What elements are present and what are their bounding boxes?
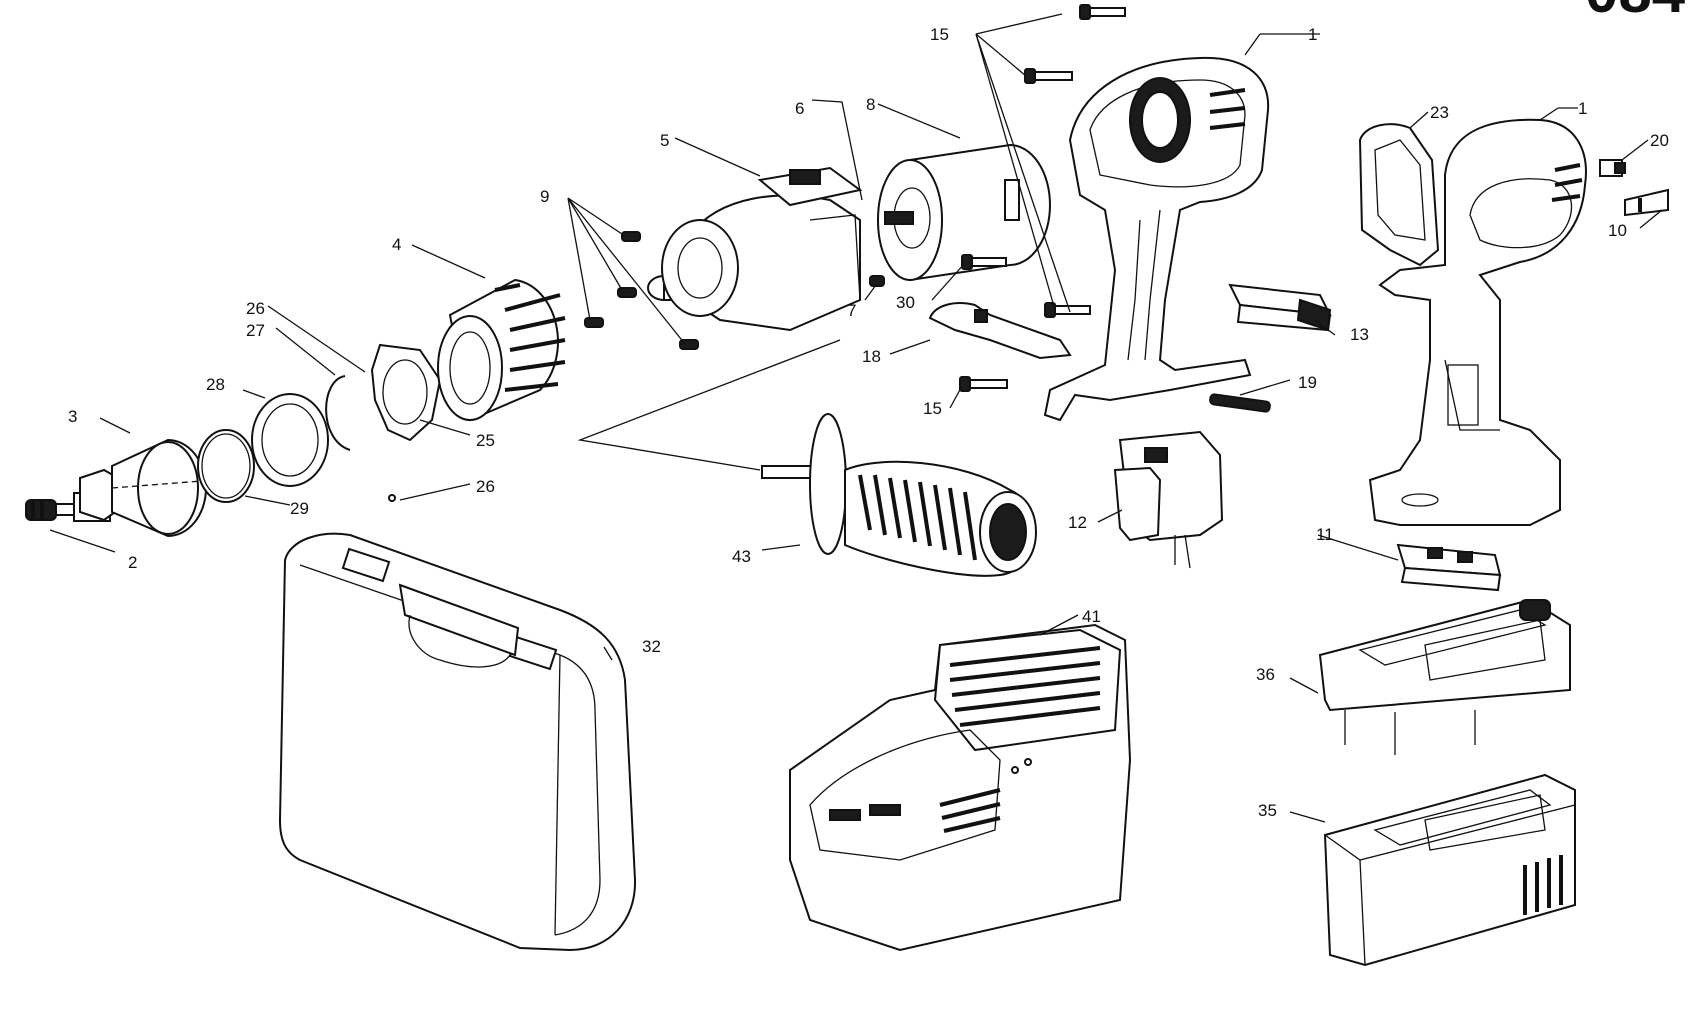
label-13: 13 [1350,325,1369,344]
corner-code: 084 [1585,0,1686,25]
label-10: 10 [1608,221,1627,240]
part-30-screw [961,254,1007,270]
part-12-switch [1113,430,1224,569]
part-2-bit [25,499,75,521]
label-35: 35 [1258,801,1277,820]
part-13-block [1228,283,1332,332]
label-28: 28 [206,375,225,394]
part-36-battery-top [1318,598,1571,755]
label-15: 15 [930,25,949,44]
part-9-screws [584,231,699,350]
label-26: 26 [246,299,265,318]
label-36: 36 [1256,665,1275,684]
part-11-terminal [1396,543,1502,592]
part-20-clip [1599,159,1626,177]
label-23: 23 [1430,103,1449,122]
label-1: 1 [1308,25,1317,44]
callout-labels: 1 1 15 15 23 20 10 6 8 5 9 4 26 27 28 3 … [68,25,1669,820]
label-2: 2 [128,553,137,572]
part-1-housing-left [1043,56,1270,422]
label-18: 18 [862,347,881,366]
part-43-side-handle [761,413,1037,577]
label-12: 12 [1068,513,1087,532]
label-30: 30 [896,293,915,312]
label-11: 11 [1316,525,1334,544]
label-6: 6 [795,99,804,118]
label-8: 8 [866,95,875,114]
label-43: 43 [732,547,751,566]
part-8-motor [877,143,1051,282]
part-23-cap [1358,123,1440,267]
part-7-screw [869,275,885,287]
part-28-washer [251,393,329,487]
label-4: 4 [392,235,401,254]
label-25: 25 [476,431,495,450]
label-9: 9 [540,187,549,206]
label-26: 26 [476,477,495,496]
part-41-charger [789,623,1132,952]
part-32-case [278,532,637,952]
part-18-lever [928,302,1072,360]
part-29-ring [197,429,255,503]
label-7: 7 [847,301,856,320]
part-10-switch [1624,188,1669,217]
label-27: 27 [246,321,265,340]
label-20: 20 [1650,131,1669,150]
label-19: 19 [1298,373,1317,392]
part-1-housing-right [1368,118,1587,526]
part-35-battery [1323,773,1576,967]
part-4-collar [437,278,566,422]
label-3: 3 [68,407,77,426]
label-5: 5 [660,131,669,150]
label-15: 15 [923,399,942,418]
leader-lines [49,13,1663,823]
part-19-spring [1209,393,1271,413]
label-29: 29 [290,499,309,518]
part-3-chuck [73,438,241,538]
part-5-gear-housing [647,166,863,332]
label-1: 1 [1578,99,1587,118]
part-27-clip [325,375,351,451]
label-32: 32 [642,637,661,656]
label-41: 41 [1082,607,1101,626]
part-25-ring-plate [370,343,442,502]
